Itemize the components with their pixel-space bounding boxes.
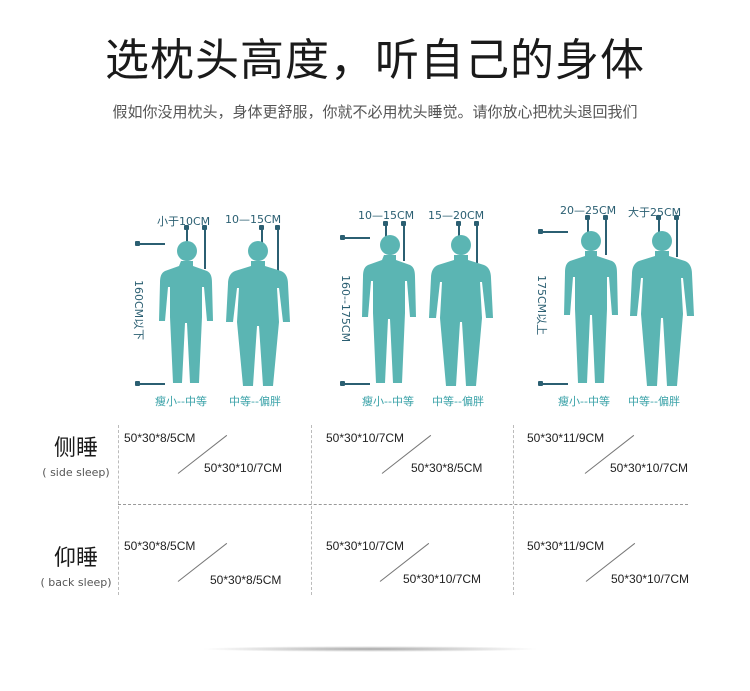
slim-figure-icon (362, 235, 416, 383)
pointer-dot (603, 215, 608, 220)
pointer-bar (261, 227, 263, 247)
slim-figure-icon (564, 231, 618, 383)
ruler-top-tick (540, 231, 568, 233)
ruler-top-tick (137, 243, 165, 245)
table-cell: 50*30*10/7CM (610, 461, 689, 475)
pointer-dot (202, 225, 207, 230)
table-cell: 50*30*8/5CM (411, 461, 483, 475)
pointer-bar (385, 223, 387, 239)
ruler-top-dot (538, 229, 543, 234)
caption-broad: 中等--偏胖 (432, 395, 484, 408)
table-cell: 50*30*11/9CM (527, 539, 605, 553)
ruler-label: 160CM以下 (132, 280, 145, 341)
caption-broad: 中等--偏胖 (628, 395, 680, 408)
pointer-dot (456, 221, 461, 226)
pointer-dot (585, 215, 590, 220)
table-cell: 50*30*10/7CM (326, 431, 405, 445)
pointer-bar (277, 227, 279, 271)
broad-figure-icon (630, 231, 694, 386)
page-title: 选枕头高度，听自己的身体 (105, 35, 645, 86)
pointer-dot (184, 225, 189, 230)
ruler-bottom-dot (135, 381, 140, 386)
pointer-dot (656, 215, 661, 220)
broad-figure-icon (226, 241, 290, 386)
ruler-bottom-tick (137, 383, 165, 385)
bottom-shadow (200, 646, 540, 652)
size-label-slim: 10—15CM (358, 209, 415, 222)
caption-slim: 瘦小--中等 (155, 395, 207, 408)
size-label-slim: 小于10CM (157, 215, 211, 228)
size-label-broad: 15—20CM (428, 209, 485, 222)
caption-slim: 瘦小--中等 (362, 395, 414, 408)
ruler-bottom-tick (342, 383, 370, 385)
pointer-bar (403, 223, 405, 261)
pointer-bar (186, 227, 188, 245)
ruler-bottom-dot (340, 381, 345, 386)
row-title: 仰睡 (53, 546, 98, 571)
pointer-dot (401, 221, 406, 226)
height-group-2: 160--175CM 10—15CM 15—20CM 瘦小--中等 中等--偏胖 (330, 195, 550, 415)
pointer-dot (474, 221, 479, 226)
height-group-3: 175CM以上 20—25CM 大于25CM 瘦小--中等 中等--偏胖 (530, 195, 750, 415)
ruler-bottom-tick (540, 383, 568, 385)
row-title: 侧睡 (53, 436, 98, 461)
pointer-bar (605, 217, 607, 255)
pointer-bar (587, 217, 589, 233)
pointer-bar (476, 223, 478, 263)
size-label-broad: 大于25CM (628, 206, 682, 219)
slim-figure-icon (159, 241, 213, 383)
ruler-label: 175CM以上 (535, 275, 548, 336)
ruler-label: 160--175CM (339, 275, 352, 343)
size-label-slim: 20—25CM (560, 204, 617, 217)
size-label-broad: 10—15CM (225, 213, 282, 226)
height-group-1: 160CM以下 小于10CM 10—15CM 瘦小--中等 中等--偏胖 (125, 195, 345, 415)
pointer-dot (275, 225, 280, 230)
pointer-dot (383, 221, 388, 226)
table-cell: 50*30*8/5CM (210, 573, 282, 587)
row-subtitle: ( back sleep) (40, 576, 112, 589)
page-subtitle: 假如你没用枕头，身体更舒服，你就不必用枕头睡觉。请你放心把枕头退回我们 (112, 103, 638, 121)
table-cell: 50*30*10/7CM (326, 539, 405, 553)
row-label-side-sleep: 侧睡 ( side sleep) (36, 430, 116, 479)
pointer-dot (674, 215, 679, 220)
table-cell: 50*30*8/5CM (124, 431, 196, 445)
pointer-bar (458, 223, 460, 241)
table-row-divider (118, 504, 688, 505)
row-subtitle: ( side sleep) (42, 466, 110, 479)
pointer-bar (658, 217, 660, 235)
broad-figure-icon (429, 235, 493, 386)
caption-broad: 中等--偏胖 (229, 395, 281, 408)
ruler-top-tick (342, 237, 370, 239)
table-cell: 50*30*10/7CM (403, 572, 482, 586)
table-divider (311, 425, 312, 595)
pointer-dot (259, 225, 264, 230)
table-cell: 50*30*8/5CM (124, 539, 196, 553)
table-divider (118, 425, 119, 595)
table-cell: 50*30*10/7CM (611, 572, 690, 586)
pointer-bar (676, 217, 678, 257)
ruler-top-dot (340, 235, 345, 240)
ruler-top-dot (135, 241, 140, 246)
table-cell: 50*30*11/9CM (527, 431, 605, 445)
ruler-bottom-dot (538, 381, 543, 386)
pointer-bar (204, 227, 206, 269)
row-label-back-sleep: 仰睡 ( back sleep) (36, 540, 116, 589)
caption-slim: 瘦小--中等 (558, 395, 610, 408)
table-cell: 50*30*10/7CM (204, 461, 283, 475)
table-divider (513, 425, 514, 595)
